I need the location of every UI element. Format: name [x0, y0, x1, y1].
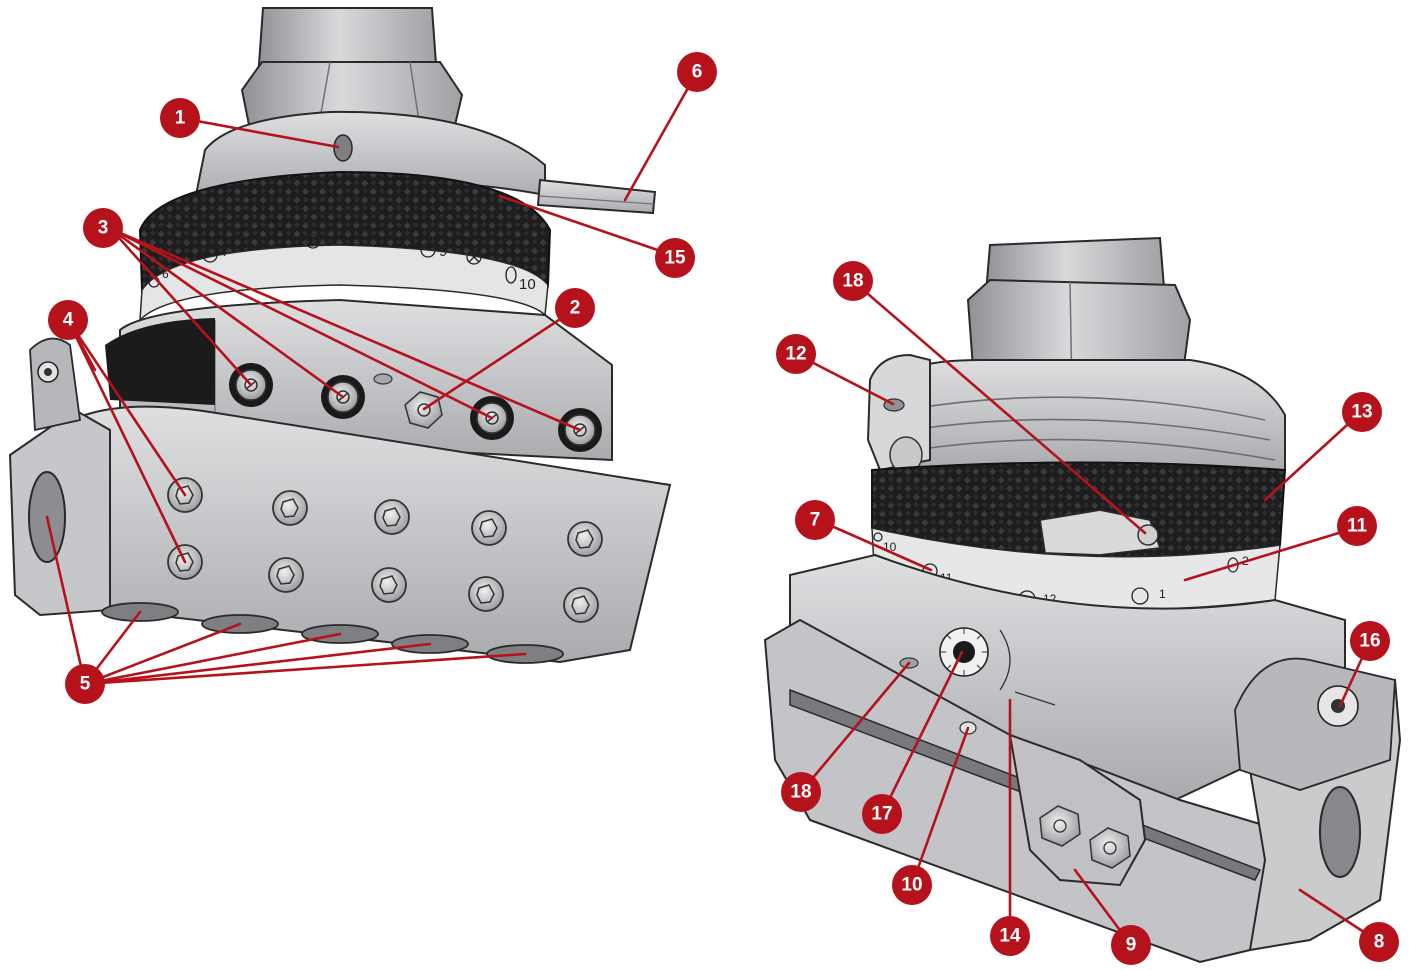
callout-2: 2	[555, 288, 595, 328]
left-tool-holder-block	[84, 405, 672, 664]
callout-18-bottom: 18	[781, 772, 821, 812]
svg-text:17: 17	[871, 804, 892, 825]
svg-text:2: 2	[570, 298, 581, 319]
svg-text:1: 1	[175, 108, 186, 129]
right-boring-head: 10 11 12 1 2	[763, 236, 1402, 964]
callout-11: 11	[1337, 506, 1377, 546]
callout-3: 3	[83, 208, 123, 248]
callout-1: 1	[160, 98, 200, 138]
left-locking-rod	[536, 178, 657, 215]
callout-8: 8	[1359, 922, 1399, 962]
right-dial-mark-1: 1	[1159, 587, 1166, 601]
left-dial-markings: 6 7 8 9 10	[148, 233, 536, 293]
svg-text:16: 16	[1359, 631, 1380, 652]
svg-text:5: 5	[80, 674, 91, 695]
svg-text:12: 12	[785, 344, 806, 365]
callout-6: 6	[677, 52, 717, 92]
svg-text:13: 13	[1351, 402, 1372, 423]
callout-9: 9	[1111, 925, 1151, 965]
right-stepped-collar	[879, 359, 1286, 471]
callout-12: 12	[776, 334, 816, 374]
callout-15: 15	[655, 238, 695, 278]
left-dial-mark-8: 8	[325, 233, 333, 250]
left-dial-mark-10: 10	[519, 276, 536, 293]
svg-text:9: 9	[1126, 935, 1137, 956]
leader-lines	[45, 70, 1381, 947]
svg-text:7: 7	[810, 510, 821, 531]
left-boring-head: 6 7 8 9 10	[8, 7, 672, 664]
callout-18-top: 18	[833, 261, 873, 301]
callout-4: 4	[48, 300, 88, 340]
callout-14: 14	[990, 916, 1030, 956]
svg-text:10: 10	[901, 875, 922, 896]
svg-text:4: 4	[63, 310, 74, 331]
svg-text:18: 18	[842, 271, 863, 292]
svg-text:6: 6	[692, 62, 703, 83]
left-socket-screw-grid	[167, 477, 603, 623]
callout-7: 7	[795, 500, 835, 540]
left-dial-mark-7: 7	[221, 243, 229, 260]
svg-text:3: 3	[98, 218, 109, 239]
callouts: 1 2 3 4 5 6 15 18 12 13 7 11 16 18 17 10…	[48, 52, 1399, 965]
left-dial-mark-9: 9	[439, 243, 447, 260]
svg-text:14: 14	[999, 926, 1021, 947]
left-dial-mark-6: 6	[162, 267, 169, 281]
callout-13: 13	[1342, 392, 1382, 432]
svg-text:15: 15	[664, 248, 686, 269]
svg-text:18: 18	[790, 782, 811, 803]
callout-16: 16	[1350, 621, 1390, 661]
callout-10: 10	[892, 865, 932, 905]
svg-text:11: 11	[1347, 516, 1368, 537]
right-end-bore	[1319, 786, 1361, 878]
callout-17: 17	[862, 794, 902, 834]
svg-text:8: 8	[1374, 932, 1385, 953]
callout-5: 5	[65, 664, 105, 704]
lock-screw-hole	[333, 134, 353, 162]
